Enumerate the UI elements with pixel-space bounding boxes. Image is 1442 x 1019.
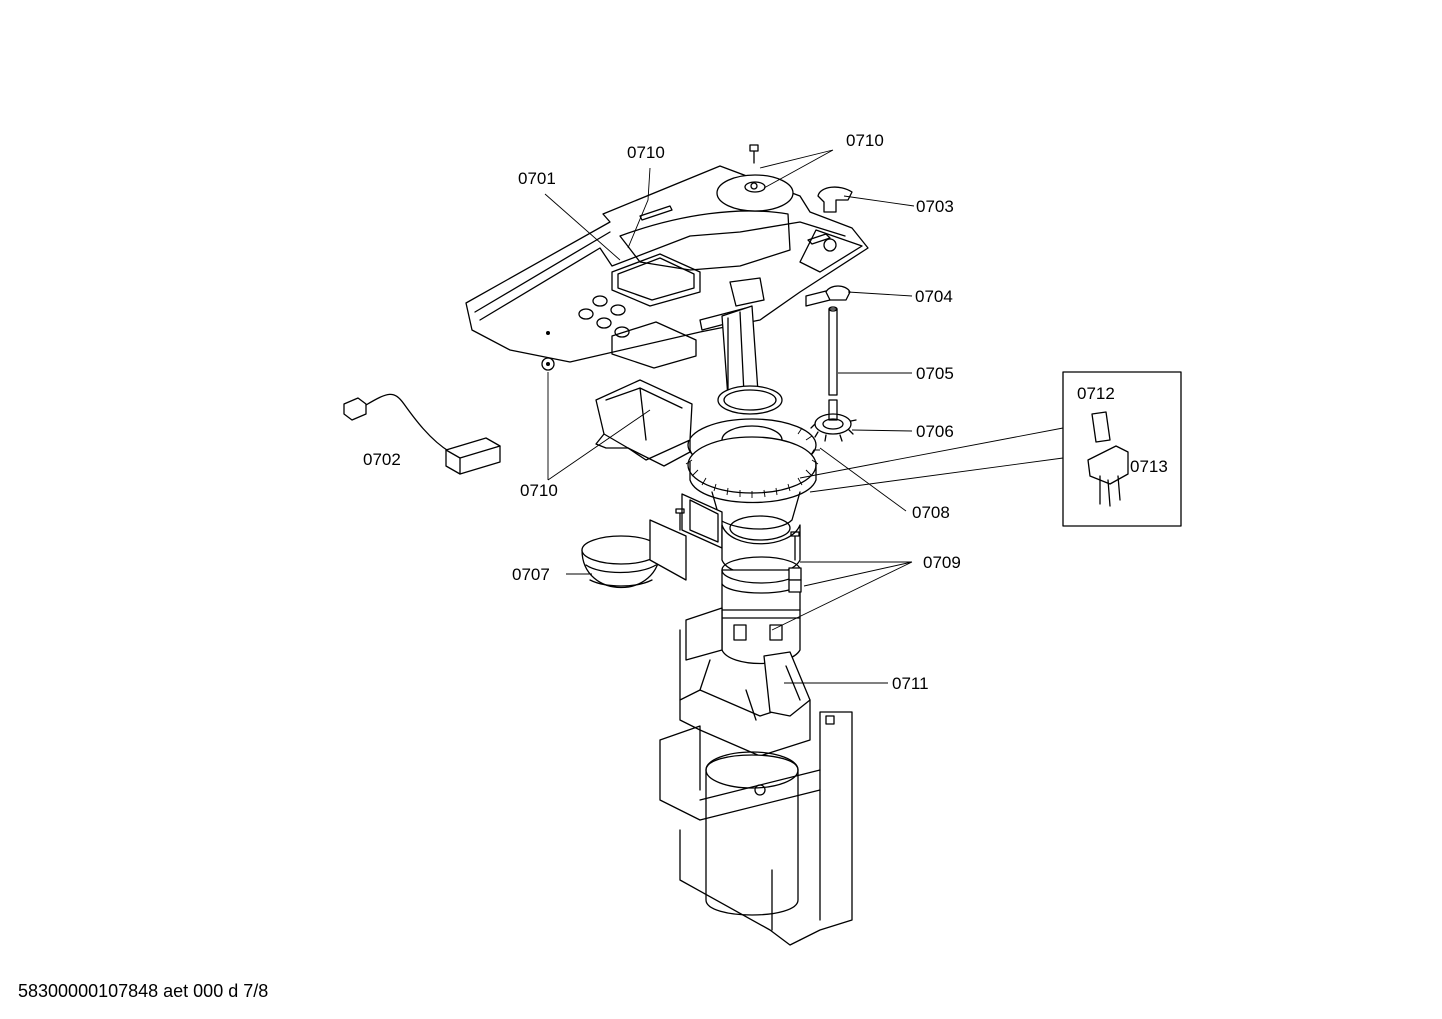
label-0702: 0702 [363, 450, 401, 469]
screws-0709 [675, 508, 802, 593]
sensor-cable-0702 [343, 393, 501, 475]
label-0710-lower: 0710 [520, 481, 558, 500]
leader-lines [544, 149, 1064, 684]
small-gear-0706 [810, 399, 857, 442]
top-disc-cover [716, 144, 794, 212]
label-0710-top-right: 0710 [846, 131, 884, 150]
label-0712: 0712 [1077, 384, 1115, 403]
shaft-0705 [828, 306, 838, 396]
label-0701: 0701 [518, 169, 556, 188]
label-0705: 0705 [916, 364, 954, 383]
label-0710-top-left: 0710 [627, 143, 665, 162]
label-0707: 0707 [512, 565, 550, 584]
label-0706: 0706 [916, 422, 954, 441]
top-tray-0701 [465, 165, 869, 369]
lower-bracket-0711 [679, 607, 811, 757]
label-0703: 0703 [916, 197, 954, 216]
grinder-gear-ring-0708 [685, 385, 820, 530]
label-0708: 0708 [912, 503, 950, 522]
inset-box [1062, 371, 1182, 527]
base-frame [659, 711, 853, 946]
label-0709: 0709 [923, 553, 961, 572]
knob-0703 [817, 186, 853, 213]
hopper-duct [541, 357, 693, 467]
label-0713: 0713 [1130, 457, 1168, 476]
clip-0704 [825, 285, 851, 301]
motor-housing [681, 493, 801, 665]
label-0711: 0711 [892, 674, 929, 693]
cup-0707 [581, 519, 687, 589]
drawing-reference-code: 58300000107848 aet 000 d 7/8 [18, 981, 269, 1001]
label-0704: 0704 [915, 287, 953, 306]
